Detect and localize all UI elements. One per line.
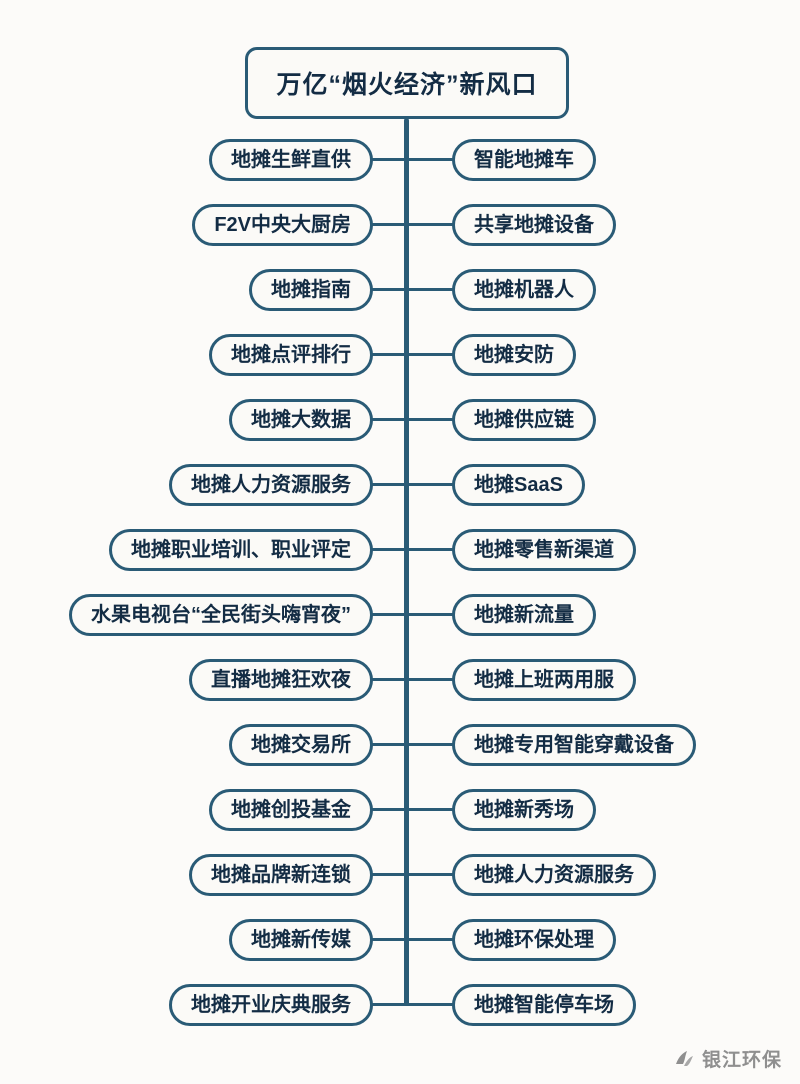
connector-line [406,613,454,616]
diagram-node-left: 直播地摊狂欢夜 [189,659,373,701]
connector-line [371,158,409,161]
diagram-node-left: 地摊交易所 [229,724,373,766]
brand-logo-icon [675,1050,693,1066]
connector-line [406,353,454,356]
connector-line [406,938,454,941]
connector-line [371,873,409,876]
connector-line [406,418,454,421]
diagram-node-left: 水果电视台“全民街头嗨宵夜” [69,594,373,636]
connector-line [406,808,454,811]
diagram-node-right: 地摊机器人 [452,269,596,311]
diagram-title: 万亿“烟火经济”新风口 [245,47,569,119]
connector-line [371,743,409,746]
diagram-node-right: 地摊上班两用服 [452,659,636,701]
connector-line [406,158,454,161]
diagram-node-right: 地摊SaaS [452,464,585,506]
diagram-node-left: 地摊生鲜直供 [209,139,373,181]
diagram-node-right: 地摊零售新渠道 [452,529,636,571]
watermark: 银江环保 [673,1045,782,1072]
diagram-node-left: 地摊人力资源服务 [169,464,373,506]
connector-line [371,418,409,421]
connector-line [371,353,409,356]
diagram-node-left: 地摊品牌新连锁 [189,854,373,896]
diagram-node-left: 地摊大数据 [229,399,373,441]
connector-line [406,743,454,746]
connector-line [371,223,409,226]
diagram-node-left: 地摊新传媒 [229,919,373,961]
diagram-node-right: 地摊人力资源服务 [452,854,656,896]
diagram-node-left: 地摊职业培训、职业评定 [109,529,373,571]
diagram-node-right: 地摊新流量 [452,594,596,636]
diagram-node-right: 共享地摊设备 [452,204,616,246]
diagram-node-right: 地摊新秀场 [452,789,596,831]
connector-line [406,548,454,551]
diagram-node-right: 地摊智能停车场 [452,984,636,1026]
diagram-node-right: 地摊安防 [452,334,576,376]
connector-line [406,288,454,291]
connector-line [371,1003,409,1006]
connector-line [371,613,409,616]
connector-line [406,873,454,876]
connector-line [371,938,409,941]
connector-line [371,548,409,551]
connector-line [371,678,409,681]
connector-line [371,808,409,811]
diagram-node-right: 地摊环保处理 [452,919,616,961]
watermark-text: 银江环保 [701,1050,782,1071]
diagram-node-left: 地摊指南 [249,269,373,311]
spine-line [404,118,409,1006]
connector-line [406,678,454,681]
diagram-node-left: F2V中央大厨房 [192,204,373,246]
diagram-node-right: 地摊供应链 [452,399,596,441]
diagram-node-right: 地摊专用智能穿戴设备 [452,724,696,766]
diagram-node-left: 地摊开业庆典服务 [169,984,373,1026]
connector-line [406,223,454,226]
diagram-node-left: 地摊点评排行 [209,334,373,376]
connector-line [371,288,409,291]
diagram-node-left: 地摊创投基金 [209,789,373,831]
connector-line [406,483,454,486]
diagram-node-right: 智能地摊车 [452,139,596,181]
connector-line [406,1003,454,1006]
connector-line [371,483,409,486]
